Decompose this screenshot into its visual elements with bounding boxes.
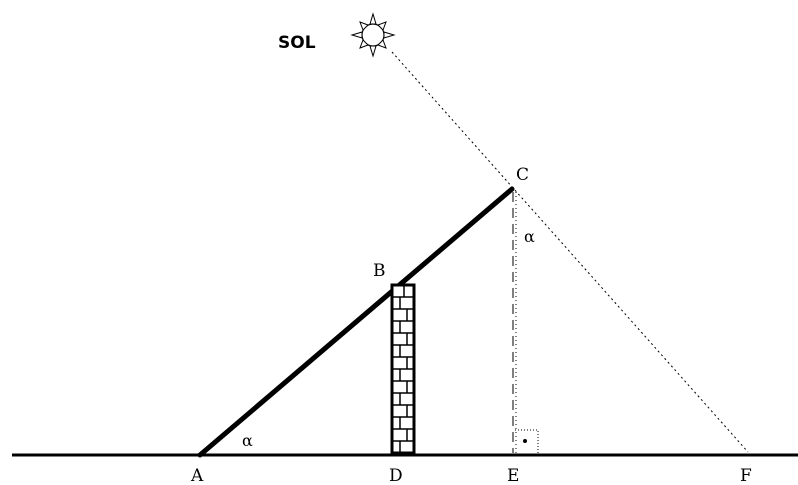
point-label-e: E — [507, 466, 519, 485]
angle-label-a: α — [242, 431, 253, 450]
point-label-b: B — [373, 261, 386, 281]
sun-label: SOL — [278, 33, 316, 53]
sun-ray-line — [391, 51, 749, 453]
point-label-d: D — [389, 466, 403, 485]
point-label-c: C — [516, 165, 529, 185]
angle-label-c: α — [524, 227, 535, 246]
point-label-f: F — [740, 466, 752, 485]
brick-wall-icon — [390, 283, 416, 455]
point-label-a: A — [190, 466, 204, 485]
sun-icon — [350, 12, 396, 58]
right-angle-icon — [515, 429, 539, 453]
segment-ac — [197, 186, 515, 458]
